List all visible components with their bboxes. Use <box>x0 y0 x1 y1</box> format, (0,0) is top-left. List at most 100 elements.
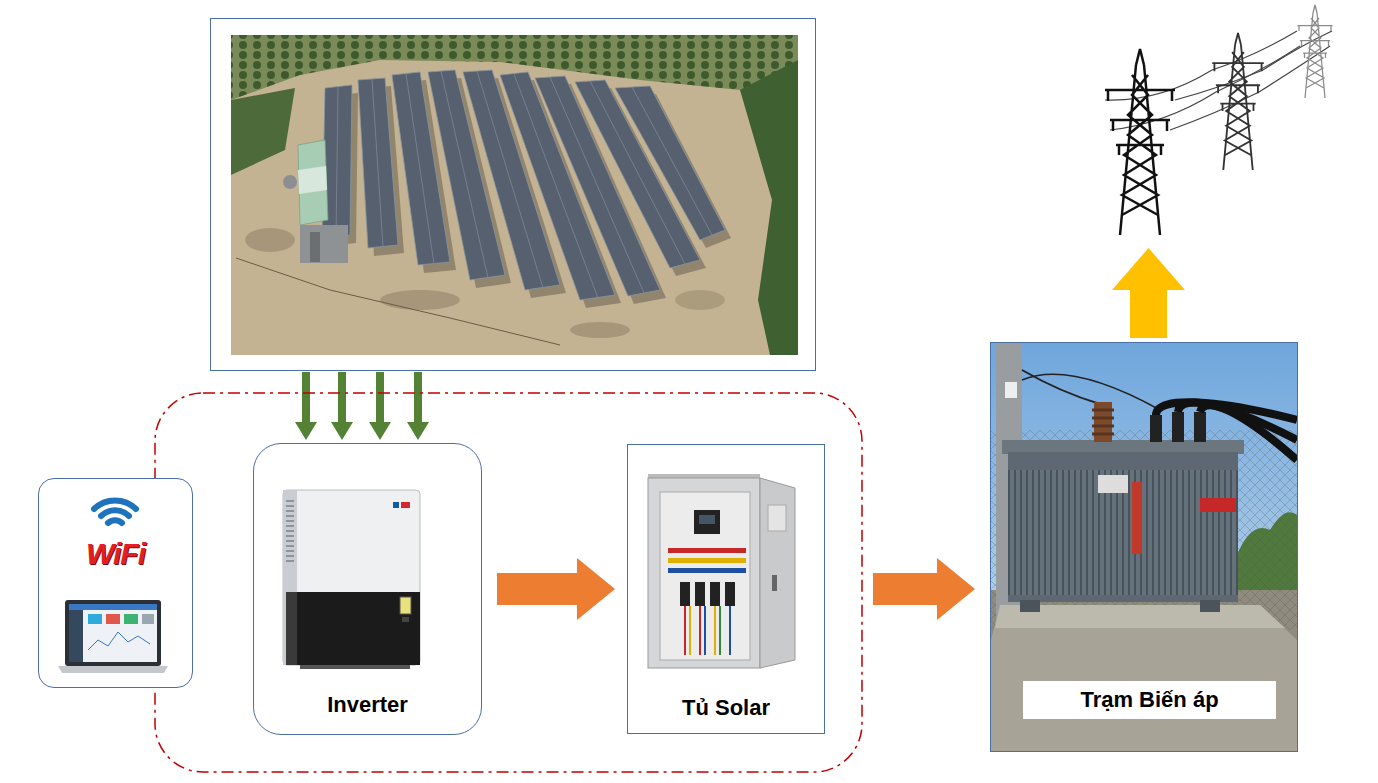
solar-cabinet <box>668 558 746 563</box>
solar-farm-photo <box>298 166 327 194</box>
grid-arrow <box>1112 248 1185 338</box>
transformer-photo <box>1005 382 1017 398</box>
flow-arrow <box>873 558 975 620</box>
transmission-towers <box>1212 33 1264 170</box>
solar-farm-photo <box>675 290 725 310</box>
inverter-device <box>286 500 294 562</box>
solar-farm-photo <box>336 71 712 298</box>
solar-farm-photo <box>245 228 295 252</box>
substation-box: Trạm Biến áp <box>990 342 1298 752</box>
cabinet-box: Tủ Solar <box>627 444 825 734</box>
power-arrows <box>407 372 429 440</box>
transformer-photo <box>991 343 1297 751</box>
wifi-symbol <box>101 510 129 516</box>
solar-farm-photo <box>231 88 295 175</box>
power-arrows <box>295 372 429 440</box>
laptop-icon <box>69 610 83 662</box>
solar-farm-photo <box>310 232 320 262</box>
solar-cabinet <box>719 606 721 655</box>
wifi-symbol <box>108 520 122 523</box>
inverter-device <box>283 490 420 669</box>
transformer-photo <box>1200 600 1220 612</box>
solar-farm-photo <box>211 19 816 371</box>
laptop-icon <box>88 632 150 650</box>
solar-cabinet <box>668 548 746 553</box>
inverter-device <box>283 490 297 665</box>
solar-farm-photo <box>740 60 798 355</box>
inverter-device <box>401 502 410 508</box>
power-arrows <box>295 372 317 440</box>
inverter-device <box>300 665 410 669</box>
solar-farm-photo <box>300 225 348 263</box>
transformer-photo <box>1200 498 1236 512</box>
wifi-symbol <box>94 500 136 509</box>
solar-farm-photo <box>231 35 798 355</box>
transformer-photo <box>1132 482 1142 554</box>
power-arrows <box>369 372 391 440</box>
solar-cabinet <box>772 575 777 591</box>
node-label: Inverter <box>327 692 408 717</box>
transformer-photo <box>1002 440 1244 454</box>
transformer-photo <box>991 430 1297 630</box>
transformer-photo <box>1178 403 1297 440</box>
solar-cabinet <box>725 582 735 606</box>
label-plate: Trạm Biến áp <box>1023 681 1276 719</box>
transformer-photo <box>1008 452 1238 602</box>
transmission-towers <box>1105 31 1332 130</box>
inverter-device <box>297 592 420 665</box>
wifi-symbol <box>94 500 136 523</box>
node-label: Tủ Solar <box>682 695 770 720</box>
solar-cabinet <box>648 478 760 668</box>
solar-cabinet <box>694 510 720 534</box>
flow-arrow <box>497 558 615 620</box>
solar-farm-photo <box>236 258 560 345</box>
transformer-photo <box>1172 412 1184 442</box>
solar-cabinet <box>768 505 786 531</box>
transmission-towers <box>1110 92 1216 130</box>
solar-farm-photo <box>283 175 297 189</box>
laptop-icon <box>69 604 157 662</box>
solar-cabinet <box>660 492 750 660</box>
transformer-photo <box>991 590 1297 751</box>
transformer-photo <box>1094 402 1112 442</box>
solar-farm-photo <box>322 70 725 300</box>
transformer-photo <box>991 605 1297 751</box>
laptop-icon <box>106 614 120 624</box>
inverter-device <box>283 490 420 665</box>
power-arrows <box>331 372 353 440</box>
inverter-device <box>402 617 409 622</box>
solar-farm-photo <box>358 78 398 248</box>
solar-cabinet <box>680 582 690 606</box>
transmission-towers <box>1105 49 1175 235</box>
solar-farm-photo <box>336 71 712 298</box>
solar-farm-photo <box>615 86 725 240</box>
node-label: Trạm Biến áp <box>1080 687 1218 713</box>
laptop-icon <box>65 600 161 666</box>
solar-cabinet <box>699 515 715 524</box>
laptop-icon <box>58 666 168 673</box>
solar-cabinet <box>705 606 730 655</box>
monitoring-region <box>155 393 862 772</box>
solar-cabinet <box>668 568 746 573</box>
transformer-photo <box>1200 405 1297 460</box>
transmission-towers <box>1105 5 1333 235</box>
inverter-box: Inverter <box>253 443 482 735</box>
laptop-icon <box>124 614 138 624</box>
solar-cabinet <box>685 606 700 655</box>
transformer-photo <box>1098 475 1128 493</box>
solar-farm-photo <box>570 322 630 338</box>
transformer-photo <box>1008 470 1238 595</box>
solar-cabinet <box>690 606 715 655</box>
transmission-towers <box>1212 31 1297 70</box>
transmission-towers <box>1105 70 1212 100</box>
solar-cabinet <box>648 474 795 668</box>
monitor-box: WiFi <box>38 478 193 688</box>
solar-cabinet <box>695 582 705 606</box>
transformer-photo <box>1092 410 1114 434</box>
transformer-photo <box>991 343 1297 751</box>
transformer-photo <box>1194 412 1206 442</box>
transmission-towers <box>1298 5 1333 98</box>
laptop-icon <box>88 614 102 624</box>
